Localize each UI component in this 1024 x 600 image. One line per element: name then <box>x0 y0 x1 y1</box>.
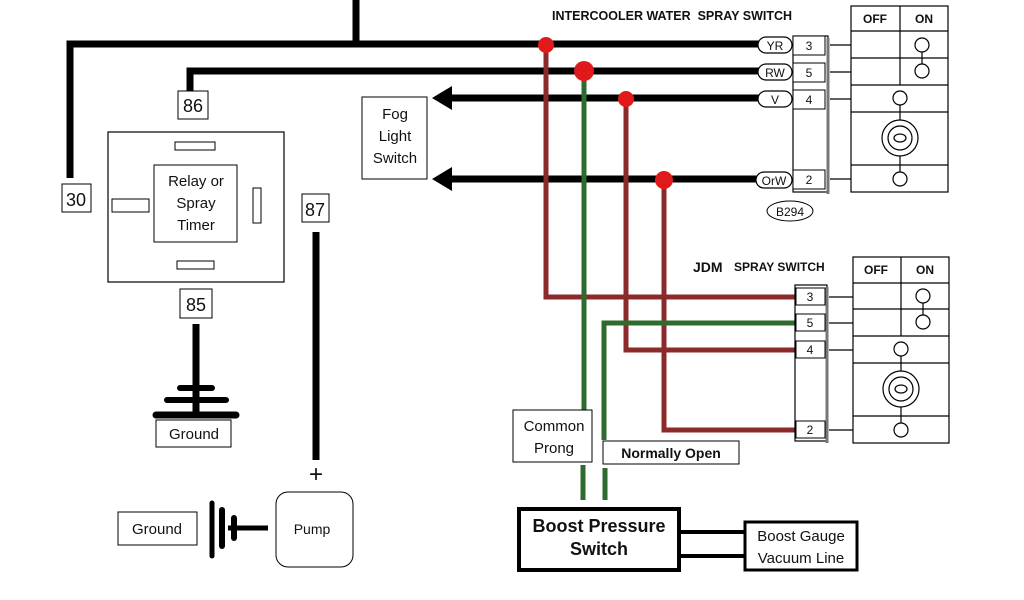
ground-label-box <box>117 511 198 546</box>
pin-2: 2 <box>806 173 813 187</box>
pin-85-label: 85 <box>186 295 206 315</box>
wire-red-orw-to-jdm2 <box>661 181 796 433</box>
pin-85-box <box>179 288 213 319</box>
boost-switch-box <box>517 507 681 572</box>
fog-label-line1: Fog <box>382 106 408 123</box>
boost-gauge-line2: Vacuum Line <box>758 550 844 567</box>
boost-gauge-line1: Boost Gauge <box>757 528 845 545</box>
connector-id: B294 <box>776 205 804 219</box>
wire-yr-to-pin30 <box>66 40 762 178</box>
common-prong-line2: Prong <box>534 440 574 457</box>
jdm-pin-5: 5 <box>807 316 814 330</box>
wire-rw-to-pin86 <box>186 67 762 92</box>
common-prong: Common Prong <box>512 409 593 463</box>
intercooler-switch-title: INTERCOOLER WATER SPRAY SWITCH <box>552 9 792 23</box>
header-on: ON <box>916 263 934 277</box>
jdm-pin-3: 3 <box>807 290 814 304</box>
boost-gauge-box <box>743 520 859 572</box>
junction-dot <box>618 91 634 107</box>
connector-body <box>792 35 829 193</box>
pump-label: Pump <box>294 521 331 537</box>
red-wires <box>543 46 796 433</box>
relay-label-line1: Relay or <box>168 173 224 190</box>
wire-red-v-to-jdm4 <box>623 100 796 353</box>
jdm-switch: JDM SPRAY SWITCH 3 5 4 2 OFF <box>693 256 950 444</box>
green-wires <box>580 73 796 500</box>
wire-tag-yr: YR <box>767 39 784 53</box>
pin-87-box <box>301 193 330 223</box>
wire-tag-orw: OrW <box>762 174 787 188</box>
pump-ground: Ground <box>117 500 237 559</box>
pin-3: 3 <box>806 39 813 53</box>
switch-contact-icons <box>882 288 931 438</box>
fog-light-switch-box <box>361 96 428 180</box>
relay-terminal-85 <box>176 260 215 270</box>
normally-open-box <box>602 440 740 465</box>
fog-light-switch: Fog Light Switch <box>361 96 428 180</box>
jdm-pin-2: 2 <box>807 423 814 437</box>
ground-symbol-icon <box>209 500 237 559</box>
boost-pressure-switch: Boost Pressure Switch <box>517 507 681 572</box>
boost-switch-line1: Boost Pressure <box>532 516 665 536</box>
connector-id-oval <box>766 200 814 222</box>
intercooler-switch: INTERCOOLER WATER SPRAY SWITCH YR RW V O… <box>552 5 949 222</box>
header-off: OFF <box>863 12 887 26</box>
junction-dot <box>574 61 594 81</box>
jdm-pin-4: 4 <box>807 343 814 357</box>
junctions <box>538 37 673 189</box>
pin-5: 5 <box>806 66 813 80</box>
pin-30-label: 30 <box>66 190 86 210</box>
arrow-left-icon <box>432 86 452 110</box>
relay: Relay or Spray Timer 86 30 87 85 <box>61 90 330 319</box>
ground-label: Ground <box>132 521 182 538</box>
wire-tag-v: V <box>771 93 779 107</box>
common-prong-box <box>512 409 593 463</box>
relay-terminal-30 <box>111 198 150 213</box>
common-prong-line1: Common <box>524 418 585 435</box>
boost-switch-line2: Switch <box>570 539 628 559</box>
header-on: ON <box>915 12 933 26</box>
black-wires <box>66 0 762 531</box>
relay-center-box <box>153 164 238 243</box>
fog-label-line2: Light <box>379 128 412 145</box>
pin-87-label: 87 <box>305 200 325 220</box>
ground-label: Ground <box>169 426 219 443</box>
wire-green-jdm5-to-no <box>601 320 796 440</box>
jdm-switch-title-bold: JDM <box>693 259 723 275</box>
normally-open-label: Normally Open <box>621 445 721 461</box>
switch-contact-icons <box>881 37 930 187</box>
boost-gauge: Boost Gauge Vacuum Line <box>743 520 859 572</box>
header-off: OFF <box>864 263 888 277</box>
wire-tag-rw: RW <box>765 66 785 80</box>
jdm-switch-title: SPRAY SWITCH <box>734 260 825 274</box>
relay-label-line3: Timer <box>177 217 215 234</box>
switch-table <box>852 256 950 444</box>
relay-label-line2: Spray <box>176 195 216 212</box>
pin-30-box <box>61 183 92 213</box>
pump-box <box>275 491 354 568</box>
normally-open: Normally Open <box>602 440 740 465</box>
junction-dot <box>655 171 673 189</box>
pin-4: 4 <box>806 93 813 107</box>
junction-dot <box>538 37 554 53</box>
pin-86-label: 86 <box>183 96 203 116</box>
pump: + Pump <box>275 461 354 568</box>
pump-plus-sign: + <box>309 461 323 488</box>
relay-terminal-86 <box>174 141 216 151</box>
relay-ground: Ground <box>152 385 240 448</box>
ground-label-box <box>155 419 232 448</box>
fog-label-line3: Switch <box>373 150 417 167</box>
wire-red-yr-to-jdm3 <box>543 46 796 300</box>
wire-tags <box>755 36 793 189</box>
arrow-left-icon <box>432 167 452 191</box>
pin-86-box <box>177 90 209 120</box>
connector-body <box>794 284 828 442</box>
ground-symbol-icon <box>152 385 240 419</box>
relay-terminal-87 <box>252 187 262 224</box>
